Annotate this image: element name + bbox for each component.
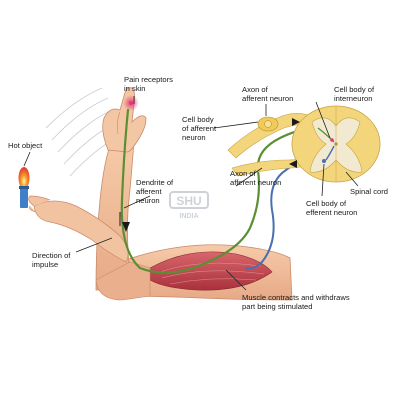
- label-efferent-2: efferent neuron: [306, 208, 357, 217]
- efferent-cell-body: [322, 159, 326, 163]
- label-interneuron-2: interneuron: [334, 94, 372, 103]
- label-muscle-2: part being stimulated: [242, 302, 313, 311]
- label-interneuron-1: Cell body of: [334, 85, 375, 94]
- hot-object-candle: [18, 167, 30, 208]
- interneuron-cell-body: [330, 138, 334, 142]
- label-axon-afferent-mid-1: Axon of: [230, 169, 257, 178]
- arrow-efferent: [289, 160, 297, 168]
- label-dendrite-1: Dendrite of: [136, 178, 174, 187]
- label-efferent-1: Cell body of: [306, 199, 347, 208]
- label-cell-body-afferent-1: Cell body: [182, 115, 214, 124]
- label-axon-afferent-mid-2: afferent neuron: [230, 178, 281, 187]
- elbow: [95, 261, 151, 301]
- arrow-afferent: [292, 118, 300, 126]
- label-pain-receptors-1: Pain receptors: [124, 75, 173, 84]
- watermark-region: INDIA: [179, 213, 198, 220]
- flame-icon: [18, 167, 30, 189]
- label-pain-receptors-2: in skin: [124, 84, 146, 93]
- spinal-cord: [291, 105, 381, 183]
- label-axon-afferent-top-2: afferent neuron: [242, 94, 293, 103]
- leader-lines: [23, 96, 359, 291]
- label-dendrite-3: neuron: [136, 196, 160, 205]
- watermark: SHU INDIA: [169, 191, 209, 220]
- label-axon-afferent-top-1: Axon of: [242, 85, 269, 94]
- fingers-near-flame: [28, 195, 51, 213]
- label-spinal-cord: Spinal cord: [350, 187, 388, 196]
- label-muscle-1: Muscle contracts and withdraws: [242, 293, 350, 302]
- arrow-impulse-down: [122, 222, 130, 232]
- label-cell-body-afferent-2: of afferent: [182, 124, 217, 133]
- finger-crease: [117, 111, 121, 135]
- arm-near-flame: [33, 200, 129, 263]
- label-hot-object: Hot object: [8, 141, 43, 150]
- afferent-nerve: [120, 108, 320, 274]
- afferent-cell-body: [264, 120, 272, 128]
- impulse-arrows: [122, 118, 300, 232]
- label-direction-2: impulse: [32, 260, 58, 269]
- label-cell-body-afferent-3: neuron: [182, 133, 206, 142]
- label-dendrite-2: afferent: [136, 187, 163, 196]
- watermark-brand: SHU: [176, 194, 201, 208]
- label-direction-1: Direction of: [32, 251, 71, 260]
- hand: [102, 87, 147, 153]
- pain-receptor-dot: [129, 101, 133, 105]
